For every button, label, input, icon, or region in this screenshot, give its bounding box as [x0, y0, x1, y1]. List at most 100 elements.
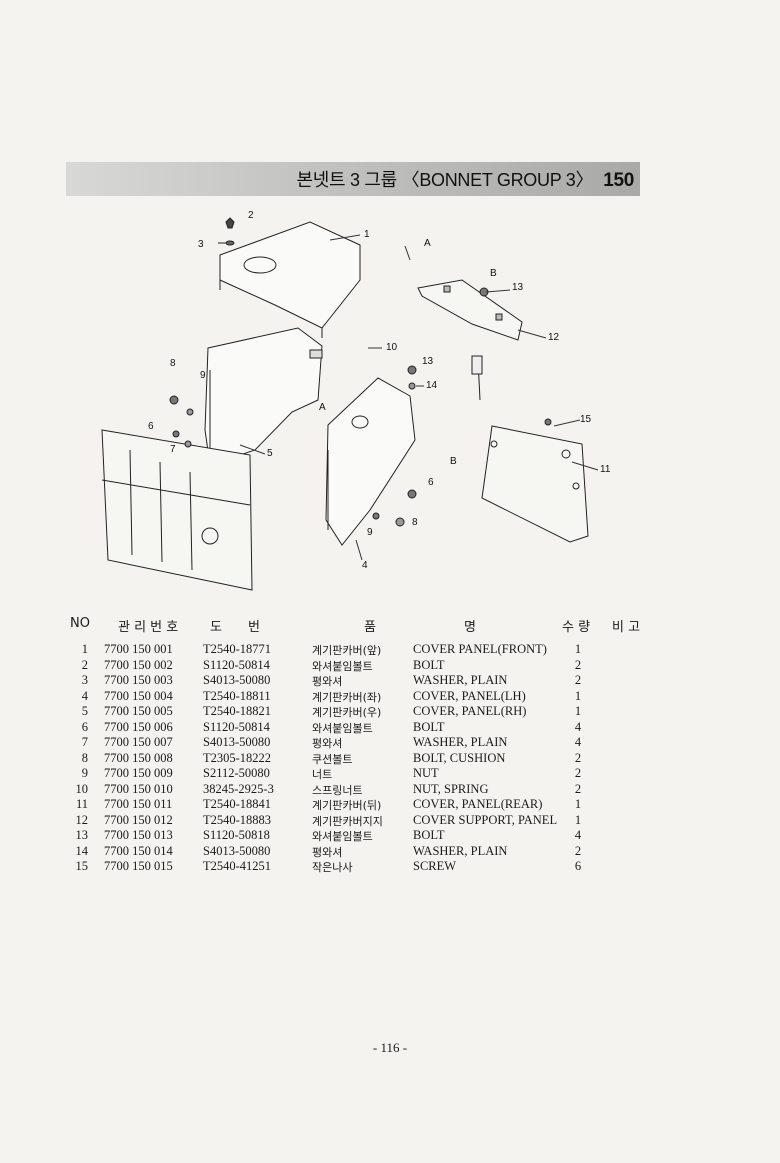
row-name-eng: BOLT [413, 657, 445, 672]
row-drawing-number: S4013-50080 [203, 735, 271, 749]
svg-text:5: 5 [267, 448, 273, 459]
row-drawing-number: T2540-18841 [203, 797, 272, 811]
section-title: 본넷트 3 그룹 〈BONNET GROUP 3〉150 [297, 166, 635, 192]
row-no: 11 [75, 797, 88, 811]
row-mgmt-number: 7700 150 009 [104, 766, 173, 780]
row-name-eng: COVER, PANEL(LH) [413, 688, 526, 703]
row-name-eng: BOLT, CUSHION [413, 750, 506, 765]
row-drawing-number: T2540-18811 [203, 688, 271, 703]
svg-text:3: 3 [198, 239, 204, 250]
row-name-eng: WASHER, PLAIN [413, 673, 508, 687]
row-no: 9 [81, 766, 88, 780]
row-drawing-number: T2540-18883 [203, 812, 272, 827]
row-mgmt-number: 7700 150 014 [104, 843, 173, 858]
row-mgmt-number: 7700 150 006 [104, 719, 173, 734]
col-drawing-number: 도 번 [210, 620, 260, 635]
row-name-kor: 평와셔 [312, 675, 343, 688]
row-drawing-number: S4013-50080 [203, 843, 271, 858]
svg-text:A: A [319, 402, 326, 413]
row-name-kor: 계기판카버(뒤) [312, 799, 382, 812]
row-name-eng: COVER PANEL(FRONT) [413, 642, 547, 656]
col-remark: 비 고 [612, 620, 641, 635]
svg-text:11: 11 [600, 464, 611, 475]
row-qty: 4 [574, 719, 582, 734]
row-no: 13 [75, 828, 89, 842]
group-number: 150 [603, 170, 634, 191]
row-name-kor: 와셔붙임볼트 [312, 659, 373, 673]
row-qty: 2 [574, 766, 582, 780]
row-name-eng: WASHER, PLAIN [413, 735, 508, 749]
svg-text:1: 1 [364, 229, 370, 240]
diagram-leaders [239, 234, 599, 561]
row-drawing-number: T2540-41251 [203, 859, 272, 873]
section-header: 본넷트 3 그룹 〈BONNET GROUP 3〉150 [66, 162, 640, 196]
row-no: 6 [81, 719, 88, 734]
row-no: 15 [75, 859, 89, 873]
row-no: 2 [81, 657, 88, 672]
svg-text:13: 13 [512, 282, 524, 293]
part-cover-panel-lh [204, 327, 323, 466]
row-name-eng: WASHER, PLAIN [413, 843, 508, 858]
col-no: NO [70, 616, 90, 631]
row-qty: 4 [574, 735, 582, 749]
svg-text:12: 12 [548, 332, 560, 343]
row-mgmt-number: 7700 150 003 [104, 673, 173, 687]
row-qty: 2 [574, 843, 582, 858]
row-drawing-number: S4013-50080 [203, 673, 271, 687]
row-mgmt-number: 7700 150 001 [104, 642, 173, 656]
row-name-eng: SCREW [413, 859, 457, 873]
svg-text:B: B [450, 456, 457, 467]
row-mgmt-number: 7700 150 007 [104, 735, 173, 749]
row-drawing-number: S2112-50080 [203, 766, 270, 780]
row-mgmt-number: 7700 150 011 [104, 797, 173, 811]
row-qty: 2 [574, 657, 582, 672]
row-name-eng: COVER, PANEL(REAR) [413, 797, 543, 811]
row-name-kor: 계기판카버(우) [312, 706, 382, 719]
row-mgmt-number: 7700 150 010 [104, 781, 173, 796]
row-drawing-number: T2540-18821 [203, 704, 272, 718]
col-name-eng: 명 [464, 620, 476, 635]
part-cover-support [417, 279, 523, 401]
row-name-eng: NUT [413, 766, 439, 780]
svg-text:7: 7 [170, 444, 176, 455]
row-qty: 1 [574, 797, 582, 811]
table-row: 9 7700 150 009 S2112-50080 너트 NUT 2 [0, 766, 780, 782]
svg-text:8: 8 [412, 517, 418, 528]
row-no: 10 [75, 781, 89, 796]
row-no: 8 [81, 750, 88, 765]
row-name-kor: 와셔붙임볼트 [312, 721, 373, 735]
svg-text:6: 6 [428, 477, 434, 488]
svg-text:4: 4 [362, 560, 368, 571]
row-no: 3 [81, 673, 88, 687]
part-frame [101, 429, 253, 591]
row-name-kor: 계기판카버(좌) [312, 690, 382, 704]
row-drawing-number: S1120-50814 [203, 657, 270, 672]
col-name-kor: 품 [364, 620, 376, 635]
row-qty: 1 [574, 688, 582, 703]
svg-text:6: 6 [148, 421, 154, 432]
row-name-eng: NUT, SPRING [413, 781, 489, 796]
row-no: 14 [75, 843, 89, 858]
row-mgmt-number: 7700 150 008 [104, 750, 173, 765]
exploded-parts-diagram: 1 2 3 4 5 6 6 7 8 8 9 9 10 11 12 13 13 1… [101, 210, 611, 591]
row-drawing-number: T2540-18771 [203, 642, 272, 656]
part-small-bolts [169, 287, 552, 527]
row-name-kor: 너트 [312, 768, 333, 781]
row-name-kor: 평와셔 [312, 845, 343, 859]
svg-text:9: 9 [367, 527, 373, 538]
part-bolt-washer-top [218, 217, 235, 246]
row-drawing-number: S1120-50818 [203, 828, 270, 842]
row-mgmt-number: 7700 150 004 [104, 688, 173, 703]
row-name-kor: 평와셔 [312, 737, 343, 750]
col-mgmt-number: 관 리 번 호 [118, 620, 179, 635]
part-cover-panel-rh [325, 377, 416, 546]
